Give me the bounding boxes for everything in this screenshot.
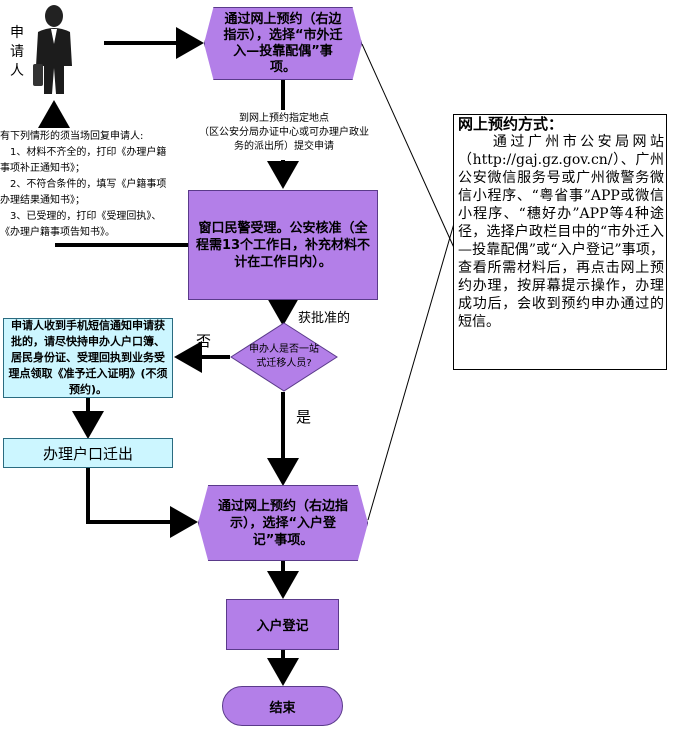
end-terminator: 结束: [222, 686, 343, 726]
yes-label: 是: [296, 408, 312, 426]
approved-label: 获批准的: [298, 311, 351, 326]
link-step1-to-side: [361, 43, 456, 251]
step3-online-booking: 通过网上预约（右边指示），选择“入户登记”事项。: [198, 485, 368, 561]
applicant-label: 申 请 人: [10, 25, 24, 79]
side-panel-title: 网上预约方式：: [458, 115, 564, 133]
apply-location-note: 到网上预约指定地点 （区公安分局办证中心或可办理户政业务的派出所）提交申请: [196, 112, 372, 154]
online-booking-methods-panel: 网上预约方式： 通过广州市公安局网站（http://gaj.gz.gov.cn/…: [453, 114, 667, 370]
decision-text: 申办人是否一站式迁移人员?: [249, 344, 319, 369]
person-icon: [33, 5, 72, 94]
step1-online-booking: 通过网上预约（右边指示），选择“市外迁入—投靠配偶”事项。: [204, 7, 362, 80]
household-registration-box: 入户登记: [226, 599, 339, 650]
arrow-moveout-to-step3: [86, 468, 198, 538]
reply-conditions-note: 有下列情形的须当场回复申请人: 1、材料不齐全的，打印《办理户籍事项补正通知书》…: [0, 129, 176, 241]
decision-diamond: [230, 322, 338, 392]
move-out-box: 办理户口迁出: [3, 438, 173, 468]
side-panel-body: 通过广州市公安局网站（http://gaj.gz.gov.cn/）、广州公安微信…: [458, 134, 664, 330]
no-label: 否: [196, 332, 212, 350]
sms-notification-box: 申请人收到手机短信通知申请获批的，请尽快持申办人户口簿、居民身份证、受理回执到业…: [3, 318, 173, 398]
link-step3-to-side: [367, 219, 456, 521]
step2-window-acceptance: 窗口民警受理。公安核准（全程需13个工作日，补充材料不计在工作日内）。: [188, 190, 378, 300]
